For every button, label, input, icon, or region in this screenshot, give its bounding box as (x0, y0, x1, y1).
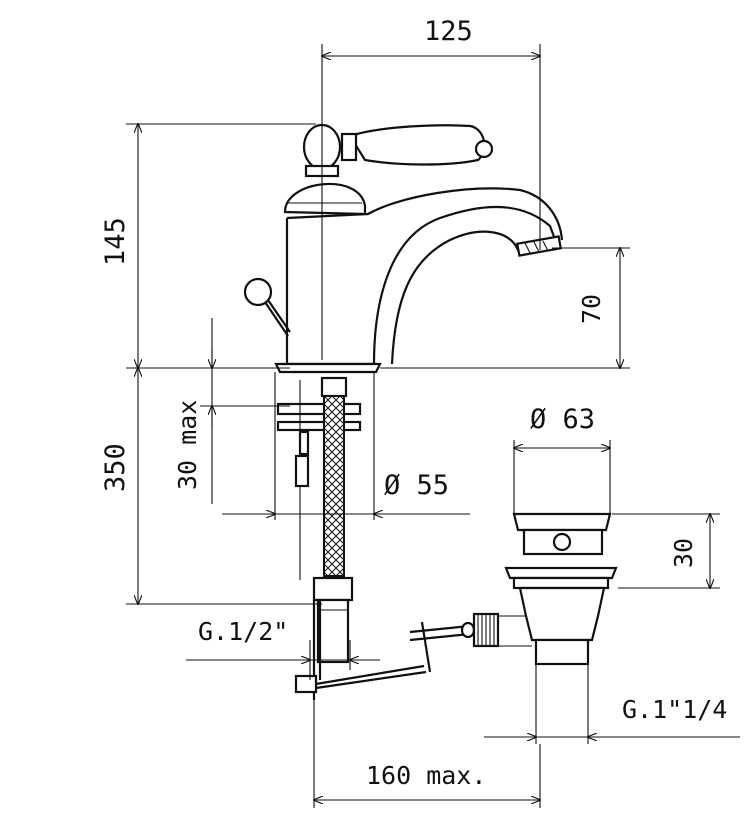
aerator (516, 235, 562, 257)
faucet-body (243, 123, 564, 374)
popup-drain (498, 512, 618, 666)
drain-cap (512, 512, 612, 532)
dim-thread-one-quarter: G.1"1/4 (622, 695, 727, 724)
dim-70: 70 (577, 294, 606, 324)
dim-145: 145 (100, 217, 131, 266)
dim-350: 350 (100, 443, 131, 492)
drain-body (518, 586, 606, 642)
handle-knob (474, 139, 494, 159)
spout (285, 205, 558, 366)
cartridge-cap (283, 182, 367, 216)
handle-collar (340, 132, 358, 162)
dim-diameter-55: Ø 55 (384, 470, 449, 501)
drain-tail (534, 638, 590, 666)
dim-125: 125 (424, 16, 473, 47)
faucet-base (274, 362, 382, 374)
dim-30-max: 30 max (173, 400, 202, 490)
dim-30: 30 (669, 538, 698, 568)
dim-diameter-63: Ø 63 (530, 404, 595, 435)
mounting-assembly (274, 372, 500, 700)
lever-handle (348, 124, 486, 166)
popup-knob (243, 277, 273, 307)
dim-thread-half: G.1/2" (198, 617, 288, 646)
mounting-plate (276, 402, 362, 416)
hose-nut (312, 576, 354, 602)
shank-nut (320, 376, 348, 398)
rod-clamp (294, 674, 318, 694)
dimension-lines (126, 44, 740, 808)
dim-160-max: 160 max. (366, 761, 486, 790)
braided-hose (323, 395, 345, 577)
